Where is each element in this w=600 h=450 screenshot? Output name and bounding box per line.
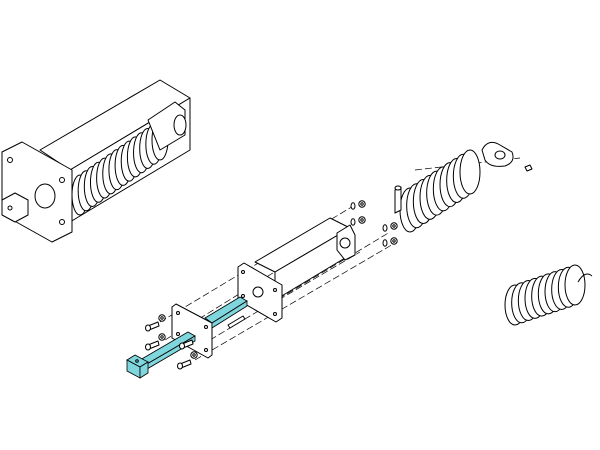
front-mounting-plate	[171, 303, 213, 359]
bolts-and-nuts	[145, 200, 398, 370]
small-screw	[524, 164, 533, 172]
assembled-unit	[1, 79, 191, 243]
nut	[358, 216, 366, 224]
bolt-head	[145, 324, 151, 332]
nut	[390, 237, 398, 245]
nut	[190, 351, 198, 359]
nut-hole	[392, 239, 396, 243]
cam-washer	[481, 141, 514, 167]
nut-hole	[392, 224, 396, 228]
nut	[158, 314, 166, 322]
roll-pin	[227, 315, 246, 329]
washer	[382, 224, 388, 232]
washer	[382, 239, 388, 247]
nut-hole	[160, 316, 164, 320]
nut	[358, 200, 366, 208]
nut	[390, 222, 398, 230]
bolt-head	[177, 362, 183, 370]
nut-hole	[360, 202, 364, 206]
torsion-spring	[394, 149, 481, 233]
nut	[158, 333, 166, 341]
washer	[350, 202, 356, 210]
spring-coil	[459, 149, 481, 195]
housing-tube	[254, 217, 356, 301]
assembled-spring-coils	[71, 119, 169, 216]
nut-hole	[160, 335, 164, 339]
nut-hole	[192, 353, 196, 357]
spring-coil	[564, 264, 586, 306]
bolt-head	[179, 342, 185, 350]
washer	[350, 218, 356, 226]
bolt-head	[145, 343, 151, 351]
nut-hole	[360, 218, 364, 222]
spare-spring	[504, 264, 593, 326]
